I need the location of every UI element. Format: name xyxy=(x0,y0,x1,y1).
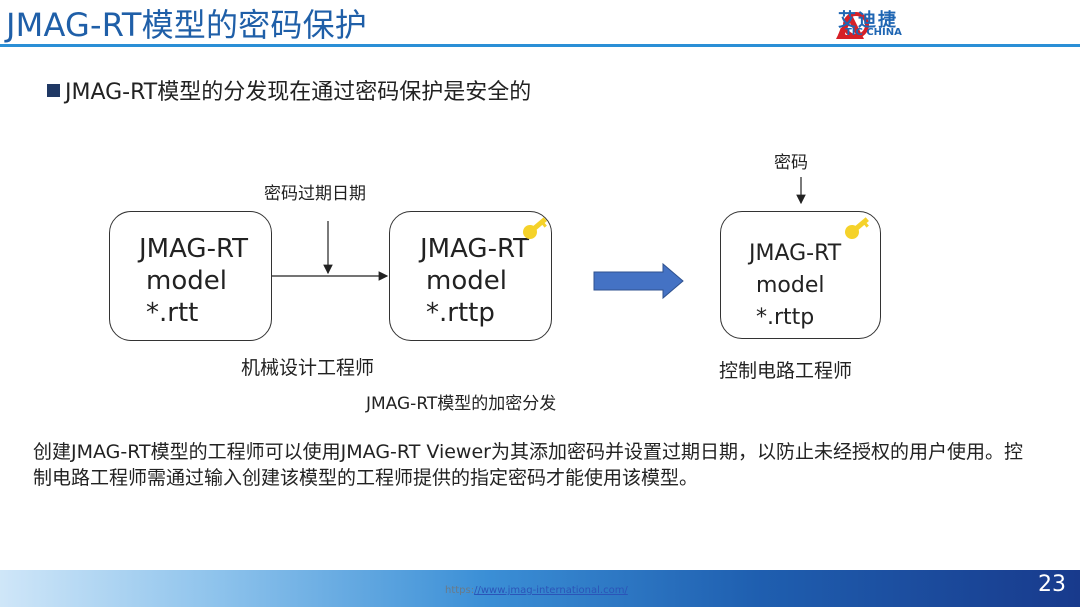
slide-title: JMAG-RT模型的密码保护 xyxy=(6,6,367,44)
diagram-caption: JMAG-RT模型的加密分发 xyxy=(366,394,557,414)
logo-english-text: ATIC CHINA xyxy=(838,27,902,38)
mech-engineer-label: 机械设计工程师 xyxy=(241,357,375,379)
key-icon xyxy=(845,217,869,239)
distribution-arrow xyxy=(593,262,684,300)
bullet-square xyxy=(47,84,60,97)
footer-url-link[interactable]: https://www.jmag-international.com/ xyxy=(445,585,628,596)
password-label: 密码 xyxy=(774,153,808,173)
key-icon xyxy=(523,217,547,239)
footer-bar xyxy=(0,570,1080,607)
bullet-text: JMAG-RT模型的分发现在通过密码保护是安全的 xyxy=(65,80,532,105)
expiry-date-label: 密码过期日期 xyxy=(264,184,366,204)
rtt-model-box xyxy=(109,211,272,341)
description-paragraph: 创建JMAG-RT模型的工程师可以使用JMAG-RT Viewer为其添加密码并… xyxy=(33,441,1023,489)
atic-logo xyxy=(836,11,869,39)
page-number: 23 xyxy=(1038,572,1066,597)
title-rule xyxy=(0,44,1080,47)
ctrl-engineer-label: 控制电路工程师 xyxy=(719,360,853,382)
logo-chinese-text: 艾迪捷 xyxy=(838,10,898,31)
